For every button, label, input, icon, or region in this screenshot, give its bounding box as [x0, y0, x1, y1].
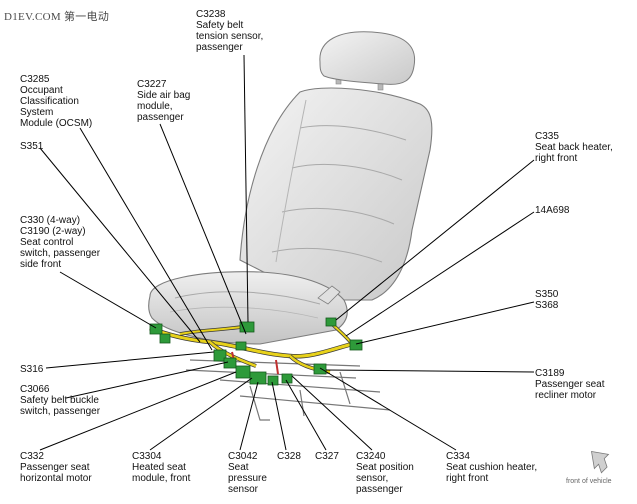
- leader-14a698: [345, 211, 535, 337]
- label-line: Passenger seat: [20, 462, 90, 473]
- label-line: passenger: [196, 42, 243, 53]
- leader-c3227: [159, 123, 247, 335]
- label-line: C335: [535, 131, 559, 142]
- label-line: module,: [137, 101, 173, 112]
- leader-c3304: [149, 377, 253, 451]
- label-line: switch, passenger: [20, 406, 101, 417]
- label-line: C334: [446, 451, 470, 462]
- label-line: Seat: [228, 462, 249, 473]
- label-line: pressure: [228, 473, 267, 484]
- label-line: passenger: [137, 112, 184, 123]
- label-s351: S351: [20, 141, 43, 152]
- leader-c3042: [239, 381, 259, 451]
- label-line: C3189: [535, 368, 565, 379]
- seat-belt-buckle: [317, 285, 341, 305]
- front-of-vehicle-label: front of vehicle: [566, 478, 612, 485]
- label-line: S350: [535, 289, 559, 300]
- label-line: right front: [446, 473, 489, 484]
- label-line: C3240: [356, 451, 386, 462]
- label-line: S316: [20, 364, 44, 375]
- label-line: Side air bag: [137, 90, 191, 101]
- leader-s350: [355, 301, 535, 345]
- label-line: C3066: [20, 384, 50, 395]
- label-line: C330 (4-way): [20, 215, 81, 226]
- leader-c327: [285, 379, 327, 451]
- label-s316: S316: [20, 364, 43, 375]
- seat-frame: [185, 359, 391, 421]
- label-line: recliner motor: [535, 390, 597, 401]
- label-line: C3227: [137, 79, 167, 90]
- label-line: Safety belt: [196, 20, 244, 31]
- leader-s316: [45, 351, 215, 369]
- label-line: tension sensor,: [196, 31, 264, 42]
- leader-c3066: [65, 361, 229, 399]
- label-line: System: [20, 107, 54, 118]
- label-line: C3042: [228, 451, 258, 462]
- leader-c328: [271, 381, 287, 451]
- front-of-vehicle-arrow-icon: [591, 451, 610, 474]
- label-line: Seat control: [20, 237, 74, 248]
- label-line: horizontal motor: [20, 473, 92, 484]
- headrest: [319, 31, 416, 91]
- leader-lines: [39, 54, 535, 451]
- label-line: right front: [535, 153, 578, 164]
- label-c327: C327: [315, 451, 339, 462]
- label-line: Module (OCSM): [20, 118, 93, 129]
- label-14a698: 14A698: [535, 205, 569, 216]
- label-line: S368: [535, 300, 559, 311]
- leader-c334: [319, 367, 457, 451]
- label-line: switch, passenger: [20, 248, 101, 259]
- label-line: C3238: [196, 9, 226, 20]
- label-line: Occupant: [20, 85, 63, 96]
- label-line: C3190 (2-way): [20, 226, 86, 237]
- leader-c330: [59, 271, 157, 329]
- label-c328: C328: [277, 451, 301, 462]
- leader-c3238: [243, 54, 249, 323]
- label-line: sensor,: [356, 473, 389, 484]
- leader-s351: [39, 147, 201, 343]
- label-line: Safety belt buckle: [20, 395, 99, 406]
- label-line: module, front: [132, 473, 191, 484]
- label-line: Passenger seat: [535, 379, 605, 390]
- leader-c3189: [325, 369, 535, 373]
- label-line: C327: [315, 451, 339, 462]
- label-line: Heated seat: [132, 462, 186, 473]
- label-line: C328: [277, 451, 301, 462]
- label-line: C3285: [20, 74, 50, 85]
- label-line: passenger: [356, 484, 403, 495]
- label-line: 14A698: [535, 205, 570, 216]
- label-line: S351: [20, 141, 44, 152]
- leader-c3240: [291, 375, 373, 451]
- label-line: Classification: [20, 96, 79, 107]
- label-line: Seat back heater,: [535, 142, 613, 153]
- label-line: Seat cushion heater,: [446, 462, 538, 473]
- watermark: D1EV.COM 第一电动: [4, 11, 110, 23]
- leader-c332: [39, 371, 237, 451]
- label-line: side front: [20, 259, 62, 270]
- label-line: C332: [20, 451, 44, 462]
- label-line: C3304: [132, 451, 162, 462]
- leader-c335: [335, 159, 535, 321]
- leader-c3285: [79, 127, 213, 351]
- connectors: [149, 317, 363, 386]
- label-line: Seat position: [356, 462, 414, 473]
- label-line: sensor: [228, 484, 259, 495]
- seat-back: [239, 87, 433, 301]
